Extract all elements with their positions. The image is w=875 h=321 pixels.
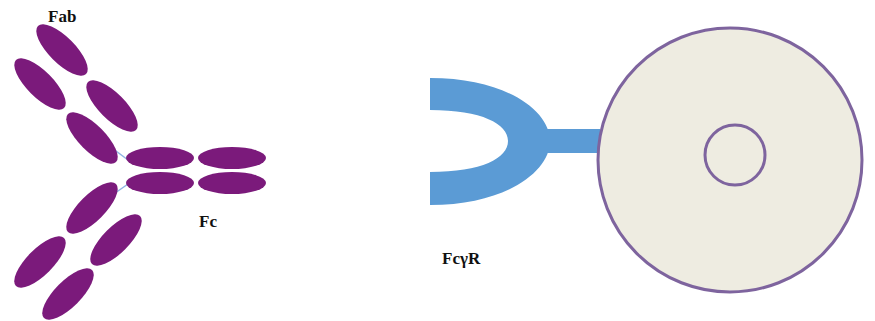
fc-domain: [126, 172, 194, 194]
fab-domain: [83, 207, 149, 273]
cell: [598, 28, 862, 292]
cell-membrane: [598, 28, 862, 292]
cell-nucleus: [705, 125, 765, 185]
fc-domain: [198, 172, 266, 194]
fc-domain: [126, 147, 194, 169]
receptor-stem: [540, 129, 600, 153]
fab-domain: [35, 261, 101, 321]
part-name: Fc: [199, 213, 217, 232]
antibody: [7, 17, 266, 321]
fab-domain: [29, 17, 95, 83]
receptor-cup: [430, 78, 550, 205]
fc-domain: [198, 147, 266, 169]
part-name: Fab: [48, 8, 76, 27]
fab-domain: [79, 73, 145, 139]
fc-receptor: [430, 78, 600, 205]
part-name: FcγR: [442, 250, 480, 269]
